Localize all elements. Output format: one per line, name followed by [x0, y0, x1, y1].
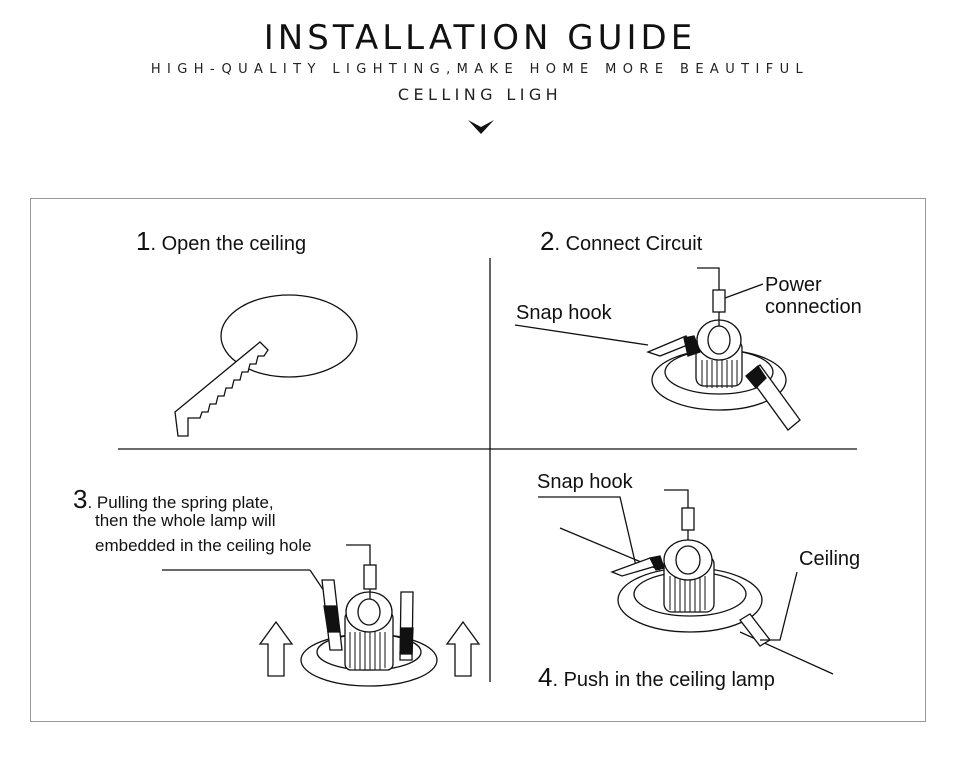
step-3-text-line2: then the whole lamp will: [95, 511, 276, 530]
chevron-down-icon: [468, 120, 494, 134]
step-2-heading: 2. Connect Circuit: [540, 226, 702, 257]
lamp-illustration-step2: [514, 267, 801, 431]
product-label: CELLING LIGH: [397, 85, 563, 104]
snap-hook-label: Snap hook: [537, 471, 633, 493]
step-3-heading: 3. Pulling the spring plate,: [73, 484, 274, 515]
up-arrow-left-icon: [258, 620, 294, 677]
step-4-heading: 4. Push in the ceiling lamp: [538, 662, 775, 693]
step-text: . Connect Circuit: [554, 233, 703, 255]
step-number: 4: [538, 662, 553, 692]
lamp-illustration-step4: [538, 489, 834, 675]
lamp-illustration-step3: [162, 544, 481, 687]
snap-hook-label: Snap hook: [516, 302, 612, 324]
ceiling-label: Ceiling: [799, 548, 861, 570]
step-text: . Push in the ceiling lamp: [552, 669, 775, 691]
guide-panel: [30, 198, 926, 722]
step-number: 3: [73, 484, 88, 514]
power-connection-label-line2: connection: [765, 296, 862, 318]
step-1-heading: 1. Open the ceiling: [136, 226, 306, 257]
up-arrow-right-icon: [445, 620, 481, 677]
page-title: INSTALLATION GUIDE: [263, 18, 697, 58]
step-text: . Open the ceiling: [150, 233, 307, 255]
page-subtitle: HIGH-QUALITY LIGHTING,MAKE HOME MORE BEA…: [150, 62, 810, 77]
step-number: 1: [136, 226, 151, 256]
saw-illustration: [174, 341, 269, 437]
step-number: 2: [540, 226, 555, 256]
power-connection-label: Power: [765, 274, 822, 296]
step-3-text-line3: embedded in the ceiling hole: [95, 536, 312, 555]
step-text: . Pulling the spring plate,: [87, 493, 274, 512]
